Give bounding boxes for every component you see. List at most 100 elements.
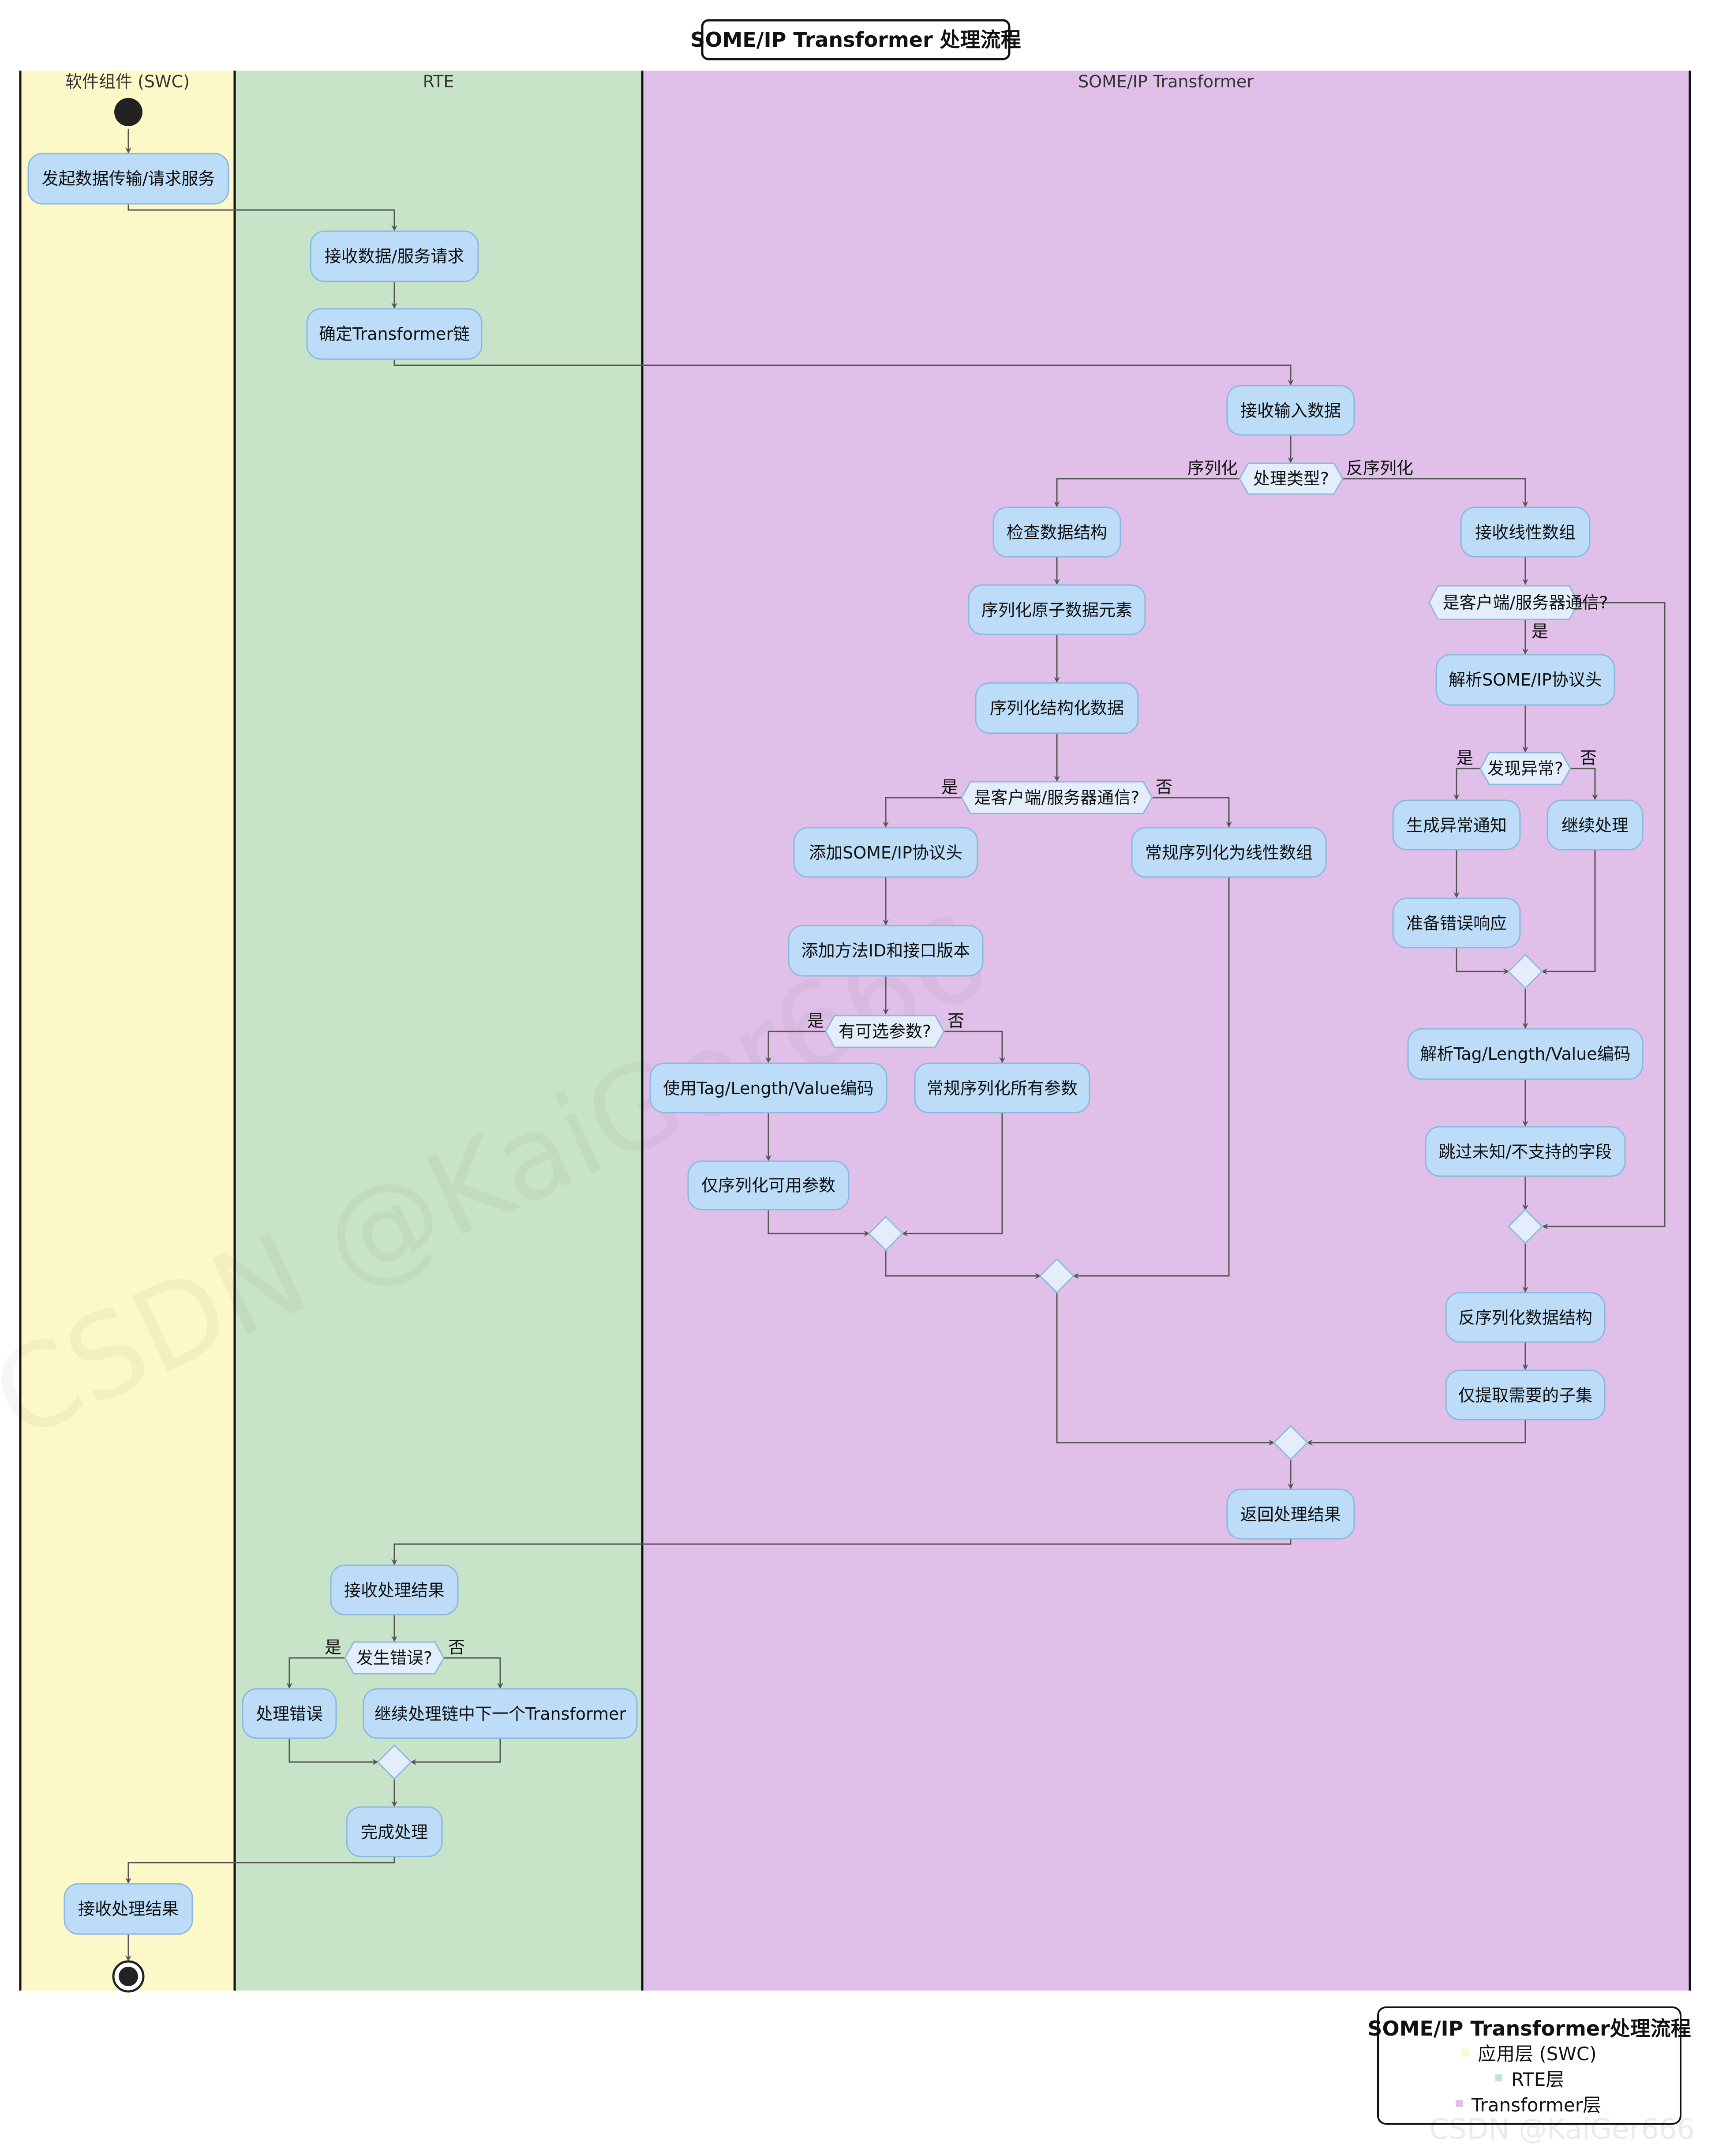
label-yes-opt: 是 [807, 1011, 824, 1031]
label-yes-err: 是 [325, 1638, 341, 1657]
legend-swatch-tr [1456, 2100, 1463, 2107]
svg-text:使用Tag/Length/Value编码: 使用Tag/Length/Value编码 [663, 1079, 873, 1098]
node-done: 完成处理 [346, 1806, 443, 1857]
svg-text:继续处理链中下一个Transformer: 继续处理链中下一个Transformer [374, 1704, 626, 1724]
edges [125, 129, 1666, 1961]
decision-optional-params: 有可选参数? [825, 1015, 945, 1048]
svg-text:接收数据/服务请求: 接收数据/服务请求 [325, 247, 464, 266]
label-no-cs-ser: 否 [1156, 777, 1172, 797]
node-serialize-available: 仅序列化可用参数 [687, 1160, 850, 1211]
svg-text:完成处理: 完成处理 [361, 1822, 428, 1842]
node-rte-receive: 接收数据/服务请求 [310, 230, 479, 282]
node-generate-exception: 生成异常通知 [1392, 799, 1521, 851]
svg-text:序列化原子数据元素: 序列化原子数据元素 [981, 600, 1132, 620]
label-no-err: 否 [448, 1638, 465, 1657]
node-extract-subset: 仅提取需要的子集 [1445, 1369, 1606, 1421]
node-serialize-all: 常规序列化所有参数 [914, 1062, 1090, 1114]
svg-text:确定Transformer链: 确定Transformer链 [319, 324, 470, 344]
node-rte-chain: 确定Transformer链 [306, 308, 483, 360]
svg-text:仅提取需要的子集: 仅提取需要的子集 [1458, 1386, 1592, 1405]
node-skip-fields: 跳过未知/不支持的字段 [1425, 1126, 1626, 1177]
node-receive-input: 接收输入数据 [1226, 385, 1355, 436]
end-node [112, 1960, 145, 1993]
lane-rte [235, 71, 642, 1991]
node-serialize-atomic: 序列化原子数据元素 [968, 584, 1146, 635]
svg-text:有可选参数?: 有可选参数? [839, 1022, 931, 1041]
node-swc-receive-result: 接收处理结果 [64, 1883, 193, 1935]
decision-process-type: 处理类型? [1239, 462, 1344, 495]
decision-cs-serialize: 是客户端/服务器通信? [961, 781, 1153, 814]
svg-text:发现异常?: 发现异常? [1487, 759, 1563, 778]
node-parse-tlv: 解析Tag/Length/Value编码 [1407, 1028, 1644, 1080]
diagram-title: SOME/IP Transformer 处理流程 [690, 19, 1021, 60]
node-deserialize: 反序列化数据结构 [1445, 1292, 1606, 1343]
label-no-exc: 否 [1580, 748, 1597, 768]
node-start-request: 发起数据传输/请求服务 [27, 153, 229, 205]
svg-text:仅序列化可用参数: 仅序列化可用参数 [701, 1176, 835, 1195]
lane-swc [20, 71, 235, 1991]
svg-text:添加SOME/IP协议头: 添加SOME/IP协议头 [809, 843, 962, 862]
node-parse-header: 解析SOME/IP协议头 [1435, 654, 1615, 706]
svg-text:发起数据传输/请求服务: 发起数据传输/请求服务 [42, 169, 215, 188]
node-receive-linear: 接收线性数组 [1460, 506, 1591, 558]
svg-text:序列化结构化数据: 序列化结构化数据 [990, 698, 1124, 718]
svg-text:解析Tag/Length/Value编码: 解析Tag/Length/Value编码 [1420, 1044, 1630, 1064]
node-tlv-encode: 使用Tag/Length/Value编码 [649, 1062, 887, 1114]
svg-text:发生错误?: 发生错误? [356, 1648, 432, 1668]
svg-text:常规序列化为线性数组: 常规序列化为线性数组 [1145, 843, 1313, 862]
svg-text:处理类型?: 处理类型? [1253, 469, 1329, 488]
branch-labels: 序列化 反序列化 是 否 是 否 是 是 否 是 否 [325, 458, 1597, 1657]
legend: SOME/IP Transformer处理流程 应用层 (SWC) RTE层 T… [1367, 2006, 1691, 2125]
node-error-response: 准备错误响应 [1392, 897, 1521, 949]
svg-text:继续处理: 继续处理 [1561, 816, 1629, 835]
svg-text:常规序列化所有参数: 常规序列化所有参数 [927, 1079, 1078, 1098]
node-add-method: 添加方法ID和接口版本 [788, 925, 984, 977]
svg-text:是客户端/服务器通信?: 是客户端/服务器通信? [974, 788, 1140, 807]
node-check-structure: 检查数据结构 [992, 506, 1121, 558]
legend-item-rte: RTE层 [1511, 2069, 1564, 2090]
label-yes-cs-ser: 是 [941, 777, 958, 797]
node-handle-error: 处理错误 [242, 1688, 337, 1739]
legend-swatch-rte [1495, 2074, 1502, 2081]
lane-title-swc: 软件组件 (SWC) [65, 72, 190, 91]
node-serialize-struct: 序列化结构化数据 [975, 682, 1139, 734]
lane-title-transformer: SOME/IP Transformer [1078, 72, 1254, 91]
node-add-header: 添加SOME/IP协议头 [793, 827, 978, 878]
label-deserialize: 反序列化 [1346, 458, 1413, 478]
start-node [114, 98, 142, 126]
legend-item-transformer: Transformer层 [1471, 2094, 1601, 2116]
svg-text:接收线性数组: 接收线性数组 [1475, 523, 1576, 542]
decision-exception: 发现异常? [1479, 752, 1571, 785]
lane-title-rte: RTE [423, 72, 454, 91]
node-serialize-linear: 常规序列化为线性数组 [1131, 827, 1327, 878]
label-yes-exc: 是 [1457, 748, 1473, 768]
node-return-result: 返回处理结果 [1226, 1489, 1355, 1540]
svg-text:处理错误: 处理错误 [256, 1704, 323, 1724]
svg-text:准备错误响应: 准备错误响应 [1406, 914, 1507, 933]
page-title: SOME/IP Transformer 处理流程 [690, 28, 1021, 52]
svg-text:接收输入数据: 接收输入数据 [1240, 401, 1341, 420]
legend-item-swc: 应用层 (SWC) [1478, 2043, 1597, 2065]
svg-text:是客户端/服务器通信?: 是客户端/服务器通信? [1443, 593, 1608, 612]
label-yes-cs-deser: 是 [1532, 622, 1548, 641]
merge-diamonds [376, 953, 1543, 1780]
svg-text:解析SOME/IP协议头: 解析SOME/IP协议头 [1449, 670, 1602, 690]
legend-title: SOME/IP Transformer处理流程 [1367, 2017, 1691, 2040]
svg-text:添加方法ID和接口版本: 添加方法ID和接口版本 [801, 941, 970, 960]
node-continue: 继续处理 [1546, 799, 1644, 851]
label-no-opt: 否 [947, 1011, 964, 1031]
node-rte-receive-result: 接收处理结果 [330, 1564, 459, 1616]
node-next-transformer: 继续处理链中下一个Transformer [363, 1688, 638, 1739]
svg-text:返回处理结果: 返回处理结果 [1240, 1505, 1341, 1524]
watermark-corner: CSDN @KaiGer666 [1429, 2113, 1695, 2146]
decision-cs-deserialize: 是客户端/服务器通信? [1428, 585, 1608, 620]
svg-text:检查数据结构: 检查数据结构 [1007, 523, 1107, 542]
label-serialize: 序列化 [1187, 458, 1238, 478]
legend-swatch-swc [1462, 2049, 1469, 2056]
decision-error: 发生错误? [344, 1641, 445, 1675]
svg-text:接收处理结果: 接收处理结果 [78, 1899, 179, 1919]
svg-text:跳过未知/不支持的字段: 跳过未知/不支持的字段 [1439, 1142, 1612, 1162]
svg-text:接收处理结果: 接收处理结果 [344, 1581, 445, 1600]
svg-text:反序列化数据结构: 反序列化数据结构 [1458, 1308, 1592, 1327]
